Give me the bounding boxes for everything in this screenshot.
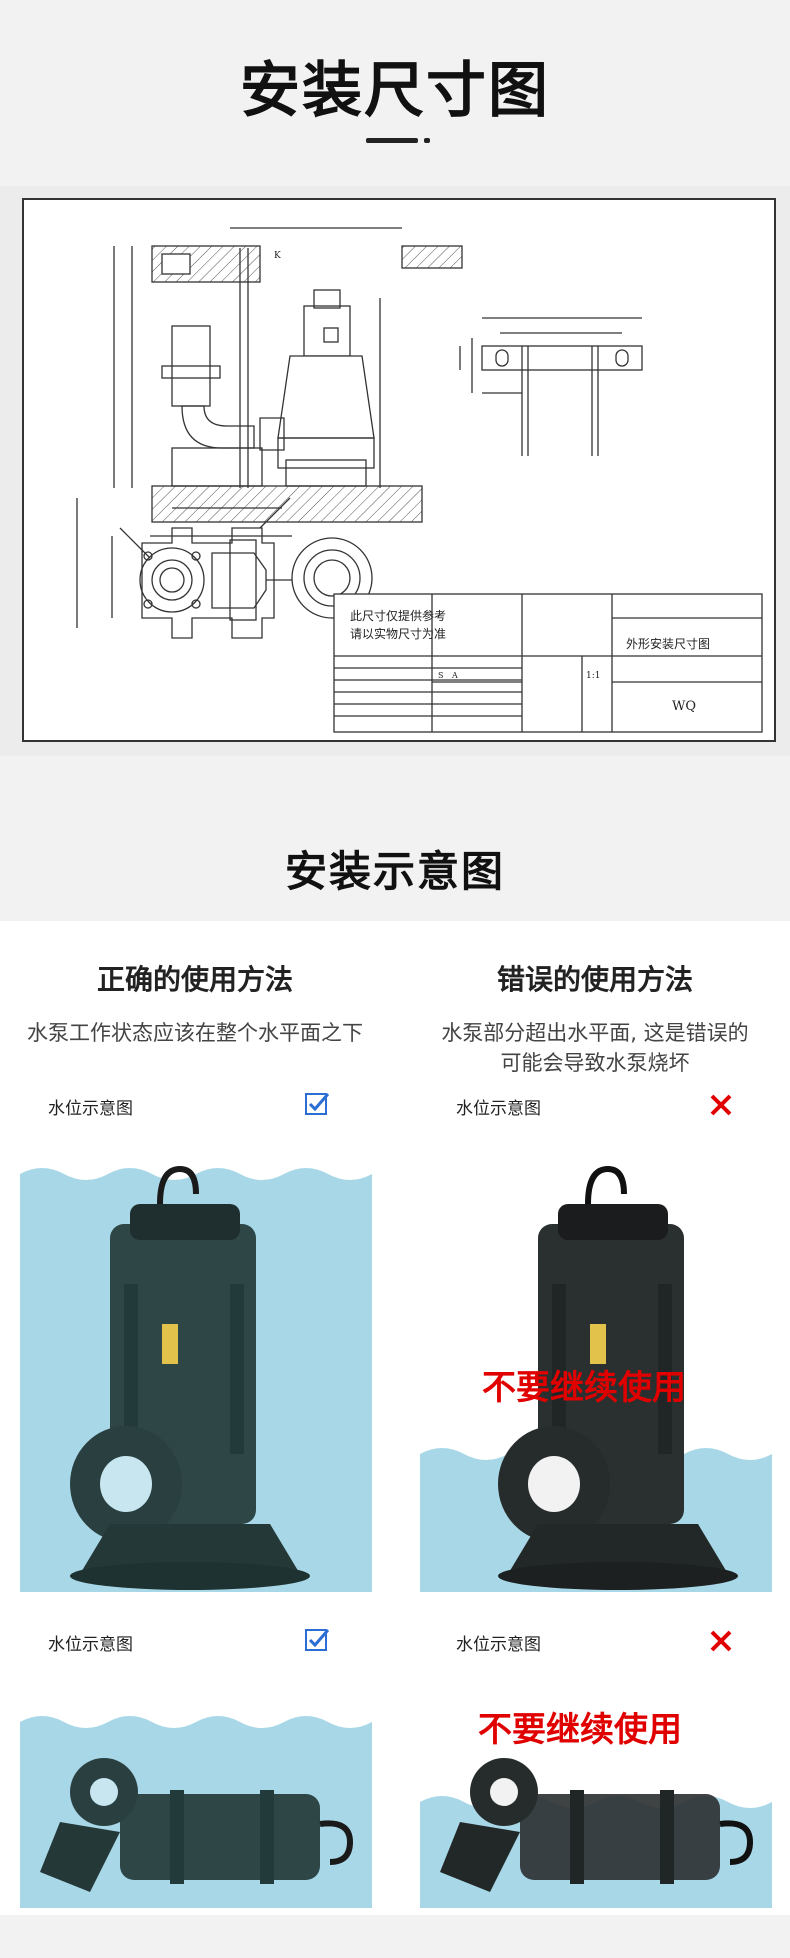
- install-title: 安装示意图: [284, 847, 505, 896]
- check-icon: [305, 1093, 330, 1115]
- page-title: 安装尺寸图: [240, 56, 550, 126]
- panel-correct-horizontal: 水位示意图: [10, 1620, 382, 1910]
- drawing-scale: 1:1: [586, 671, 600, 681]
- panel-wrong-horizontal: 水位示意图 不要继续使用: [408, 1620, 780, 1910]
- marker-a: A: [451, 671, 458, 680]
- check-icon: [305, 1629, 330, 1651]
- title-underline: [366, 138, 418, 143]
- water-pump-scene: [420, 1165, 772, 1592]
- install-band: [0, 756, 790, 921]
- water-pump-scene: [420, 1758, 772, 1908]
- wrong-heading: 错误的使用方法: [496, 963, 693, 996]
- warning-text: 不要继续使用: [478, 1710, 682, 1750]
- correct-heading: 正确的使用方法: [96, 963, 293, 996]
- footer-band: [0, 1915, 790, 1958]
- water-pump-scene: [20, 1716, 372, 1908]
- title-band: [0, 0, 790, 186]
- installation-drawing: K 此尺寸仅提供参考 请以实物尺寸为准 外形安装尺寸图 WQ 1:1 S A: [76, 227, 763, 733]
- correct-description: 水泵工作状态应该在整个水平面之下: [27, 1021, 363, 1045]
- cross-icon: [710, 1630, 732, 1652]
- marker-s: S: [438, 671, 443, 680]
- water-level-label: 水位示意图: [456, 1099, 541, 1119]
- panel-wrong-vertical: 水位示意图 不要继续使用: [408, 1090, 780, 1592]
- water-level-label: 水位示意图: [48, 1099, 133, 1119]
- drawing-title: 外形安装尺寸图: [626, 636, 710, 651]
- wrong-description-line2: 可能会导致水泵烧坏: [500, 1051, 690, 1075]
- panel-correct-vertical: 水位示意图: [10, 1090, 382, 1592]
- warning-text: 不要继续使用: [482, 1368, 686, 1408]
- marker-k: K: [274, 251, 281, 261]
- water-level-label: 水位示意图: [456, 1635, 541, 1655]
- water-level-label: 水位示意图: [48, 1635, 133, 1655]
- drawing-note-line2: 请以实物尺寸为准: [350, 626, 446, 641]
- water-pump-scene: [20, 1165, 372, 1592]
- wrong-description-line1: 水泵部分超出水平面, 这是错误的: [441, 1021, 749, 1045]
- cross-icon: [710, 1094, 732, 1116]
- drawing-model: WQ: [672, 699, 696, 714]
- title-underline-dot: [424, 138, 430, 143]
- drawing-note-line1: 此尺寸仅提供参考: [350, 608, 446, 623]
